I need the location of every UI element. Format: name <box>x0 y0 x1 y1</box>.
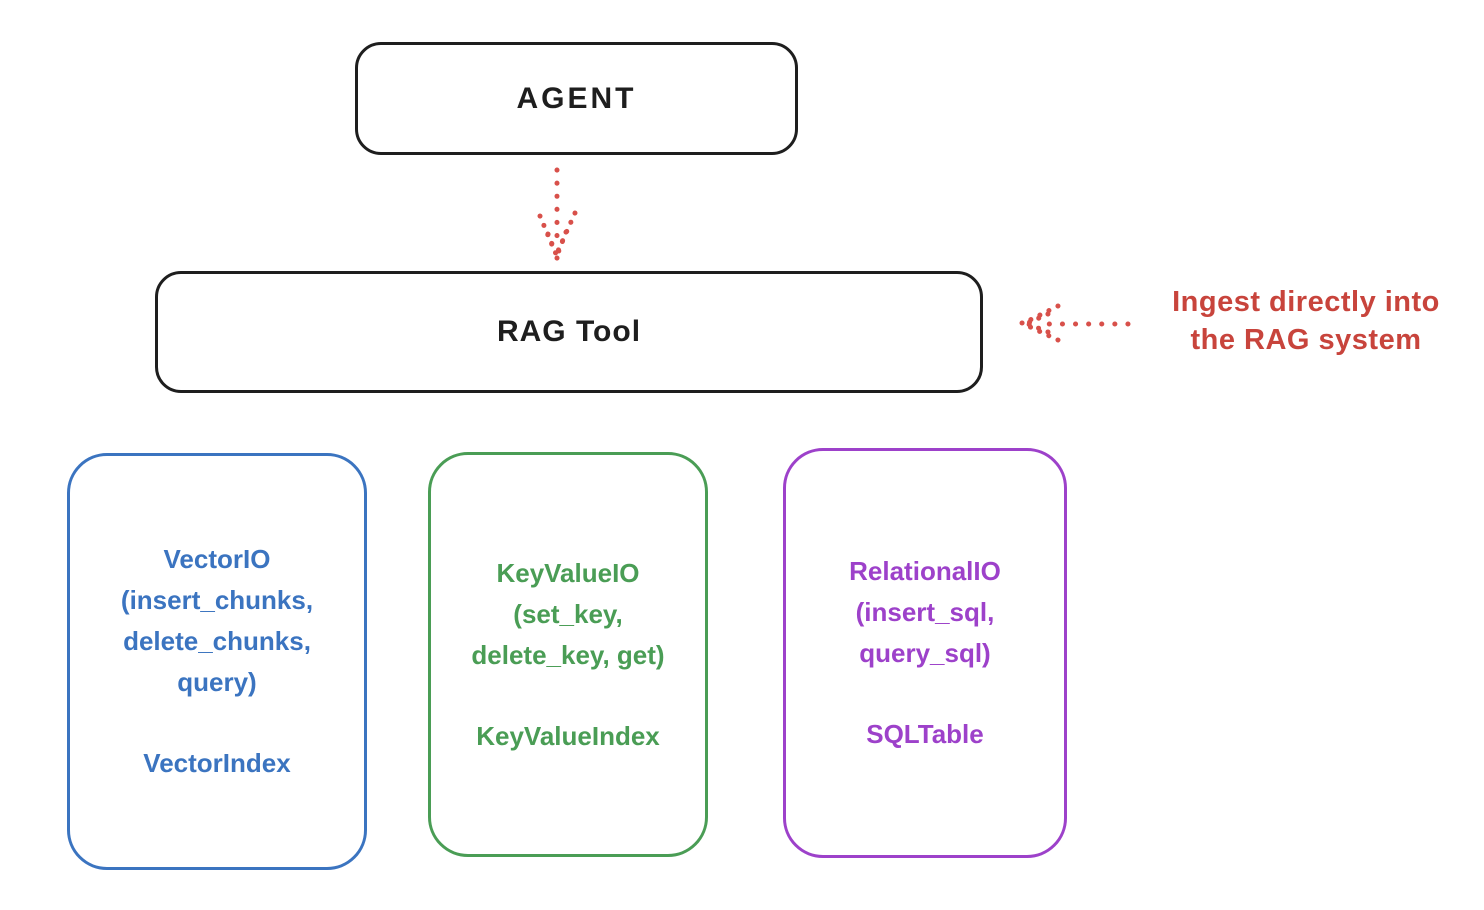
vector-io-box: VectorIO (insert_chunks, delete_chunks, … <box>67 453 367 870</box>
ingest-annotation-line1: Ingest directly into <box>1172 286 1440 318</box>
backend-index-label: SQLTable <box>866 719 984 749</box>
rag-tool-box-label: RAG Tool <box>496 315 642 348</box>
backend-line: delete_chunks, <box>123 626 311 656</box>
backend-line: (set_key, <box>513 598 623 629</box>
backend-index-label: VectorIndex <box>143 748 291 778</box>
backend-line: (insert_sql, <box>855 597 995 627</box>
backend-line: query_sql) <box>859 638 991 668</box>
backend-line: RelationalIO <box>849 556 1001 586</box>
annotation-to-rag-dotted-arrow-icon <box>1019 303 1131 343</box>
ingest-annotation-line2: the RAG system <box>1190 324 1422 356</box>
ingest-annotation: Ingest directly into the RAG system <box>1128 283 1484 359</box>
keyvalue-io-box: KeyValueIO (set_key, delete_key, get) Ke… <box>428 452 708 857</box>
relational-io-box-content: RelationalIO (insert_sql, query_sql) SQL… <box>849 551 1001 755</box>
agent-to-rag-dotted-arrow-icon <box>537 167 578 261</box>
backend-line: VectorIO <box>163 544 271 574</box>
backend-index-label: KeyValueIndex <box>476 720 660 751</box>
backend-line: KeyValueIO <box>496 557 640 588</box>
agent-box-label: AGENT <box>516 81 637 115</box>
vector-io-box-content: VectorIO (insert_chunks, delete_chunks, … <box>121 539 313 784</box>
rag-tool-box: RAG Tool <box>155 271 983 393</box>
backend-line: (insert_chunks, <box>120 585 314 615</box>
keyvalue-io-box-content: KeyValueIO (set_key, delete_key, get) Ke… <box>471 553 664 757</box>
relational-io-box: RelationalIO (insert_sql, query_sql) SQL… <box>783 448 1067 858</box>
agent-box: AGENT <box>355 42 798 155</box>
backend-line: query) <box>177 667 257 697</box>
backend-line: delete_key, get) <box>471 639 665 670</box>
